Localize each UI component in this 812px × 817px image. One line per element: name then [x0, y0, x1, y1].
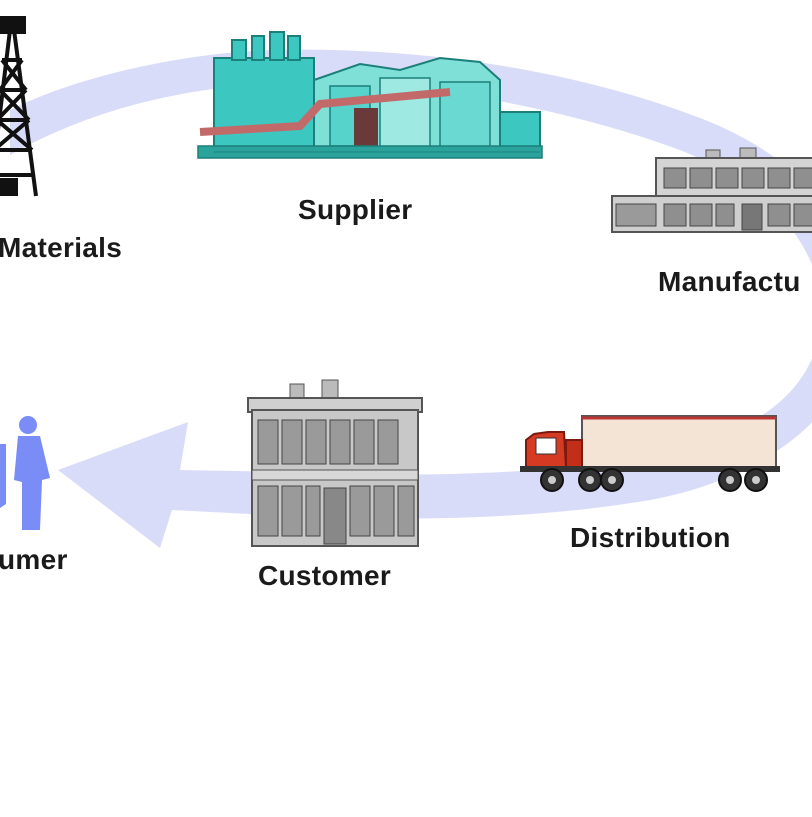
stage-label-supplier: Supplier — [298, 194, 413, 225]
stage-label-raw-materials: Materials — [0, 232, 123, 263]
stage-label-consumer: umer — [0, 544, 68, 575]
cycle-arrow-band — [10, 49, 812, 548]
semi-truck-icon — [520, 415, 780, 492]
oil-derrick-icon — [0, 16, 38, 197]
stage-label-manufacturer: Manufactu — [658, 266, 801, 297]
factory-icon — [197, 31, 543, 159]
people-icon — [0, 416, 50, 530]
stage-label-customer: Customer — [258, 560, 392, 591]
manufacturing-plant-icon — [611, 147, 812, 233]
stage-label-distribution: Distribution — [570, 522, 731, 553]
office-building-icon — [247, 379, 423, 547]
